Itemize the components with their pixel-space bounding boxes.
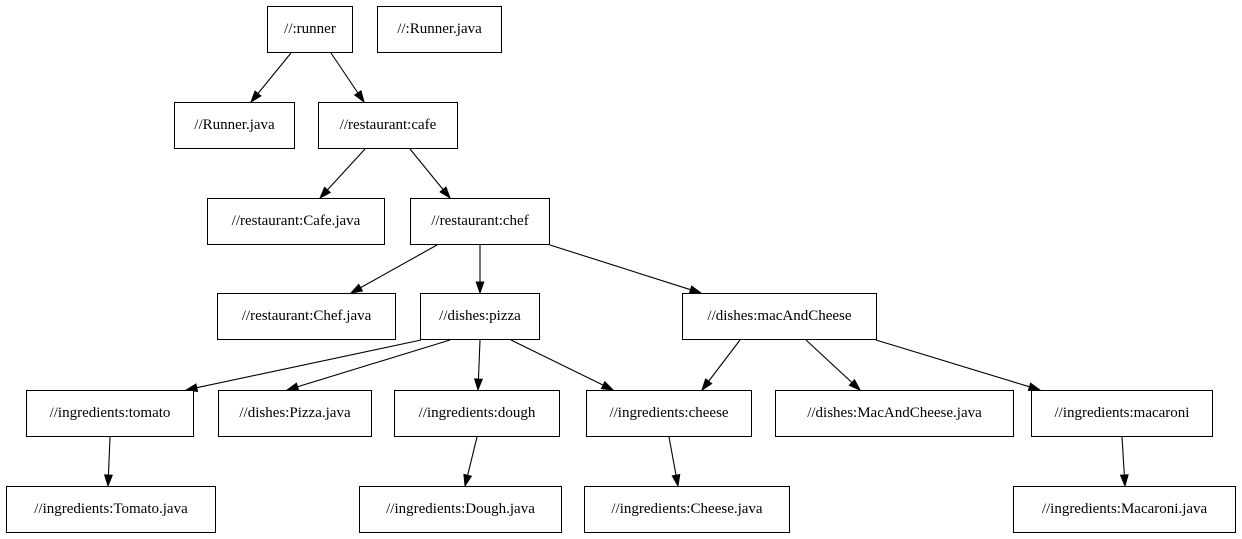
graph-edge-pizza-to-cheese — [510, 339, 604, 386]
arrowhead-icon — [463, 473, 473, 488]
arrowhead-icon — [250, 90, 262, 104]
arrowhead-icon — [353, 89, 365, 104]
arrowhead-icon — [1119, 474, 1129, 488]
graph-node-label: //restaurant:cafe — [339, 117, 437, 133]
graph-node-mac-and-cheese-java: //dishes:MacAndCheese.java — [775, 390, 1014, 437]
graph-edge-tomato-to-tomato-java — [107, 436, 111, 476]
arrowhead-icon — [318, 186, 332, 200]
arrowhead-icon — [671, 473, 681, 488]
graph-node-cheese: //ingredients:cheese — [586, 390, 752, 437]
graph-node-label: //ingredients:macaroni — [1054, 405, 1190, 421]
graph-node-root-runner-java: //:Runner.java — [377, 6, 502, 53]
graph-node-macaroni-java: //ingredients:Macaroni.java — [1013, 486, 1236, 533]
graph-node-cafe-java: //restaurant:Cafe.java — [207, 198, 385, 245]
graph-node-label: //dishes:pizza — [439, 308, 521, 324]
graph-node-chef: //restaurant:chef — [410, 198, 550, 245]
graph-node-label: //ingredients:Tomato.java — [34, 501, 188, 517]
graph-node-dough-java: //ingredients:Dough.java — [359, 486, 562, 533]
graph-node-label: //dishes:Pizza.java — [239, 405, 351, 421]
graph-edge-pizza-to-dough — [477, 339, 481, 380]
graph-edge-chef-to-chef-java — [360, 244, 438, 289]
arrowhead-icon — [103, 474, 113, 488]
graph-node-label: //restaurant:chef — [431, 213, 529, 229]
graph-edge-cafe-to-cafe-java — [327, 148, 366, 191]
graph-node-label: //dishes:macAndCheese — [707, 308, 852, 324]
graph-edge-runner-to-cafe — [330, 52, 359, 94]
graph-edge-mac-and-cheese-to-mac-and-cheese-java — [805, 339, 853, 383]
graph-node-label: //ingredients:Cheese.java — [611, 501, 763, 517]
graph-edge-dough-to-dough-java — [467, 436, 478, 476]
graph-node-label: //restaurant:Chef.java — [241, 308, 372, 324]
graph-edge-runner-to-runner-java — [257, 52, 292, 94]
arrowhead-icon — [600, 380, 615, 391]
graph-edge-pizza-to-pizza-java — [297, 339, 451, 388]
graph-node-label: //ingredients:cheese — [609, 405, 729, 421]
graph-node-label: //ingredients:tomato — [49, 405, 171, 421]
graph-edge-cafe-to-chef — [409, 148, 444, 190]
graph-node-dough: //ingredients:dough — [394, 390, 560, 437]
graph-node-runner: //:runner — [267, 6, 353, 53]
graph-node-label: //ingredients:Dough.java — [386, 501, 535, 517]
arrowhead-icon — [439, 186, 451, 200]
graph-node-pizza: //dishes:pizza — [420, 293, 540, 340]
graph-edge-chef-to-mac-and-cheese — [549, 244, 691, 291]
graph-edge-mac-and-cheese-to-macaroni — [875, 339, 1030, 388]
arrowhead-icon — [848, 378, 862, 392]
graph-node-macaroni: //ingredients:macaroni — [1031, 390, 1213, 437]
graph-node-label: //ingredients:Macaroni.java — [1041, 501, 1208, 517]
graph-node-label: //ingredients:dough — [418, 405, 536, 421]
graph-node-label: //:runner — [284, 21, 336, 37]
graph-edge-macaroni-to-macaroni-java — [1121, 436, 1125, 476]
graph-node-cheese-java: //ingredients:Cheese.java — [584, 486, 790, 533]
arrowhead-icon — [349, 283, 364, 294]
arrowhead-icon — [473, 378, 483, 392]
graph-node-tomato: //ingredients:tomato — [26, 390, 194, 437]
graph-node-runner-java: //Runner.java — [174, 102, 295, 149]
graph-node-label: //restaurant:Cafe.java — [231, 213, 361, 229]
graph-node-pizza-java: //dishes:Pizza.java — [218, 390, 372, 437]
graph-node-label: //Runner.java — [194, 117, 275, 133]
graph-node-chef-java: //restaurant:Chef.java — [217, 293, 396, 340]
arrowhead-icon — [475, 281, 485, 295]
graph-edge-pizza-to-tomato — [196, 339, 422, 389]
arrowhead-icon — [701, 378, 713, 392]
graph-node-cafe: //restaurant:cafe — [318, 102, 458, 149]
graph-node-mac-and-cheese: //dishes:macAndCheese — [682, 293, 877, 340]
graph-edge-cheese-to-cheese-java — [668, 436, 677, 476]
graph-node-label: //dishes:MacAndCheese.java — [807, 405, 982, 421]
graph-edge-mac-and-cheese-to-cheese — [708, 339, 741, 382]
graph-node-label: //:Runner.java — [397, 21, 482, 37]
graph-node-tomato-java: //ingredients:Tomato.java — [6, 486, 216, 533]
